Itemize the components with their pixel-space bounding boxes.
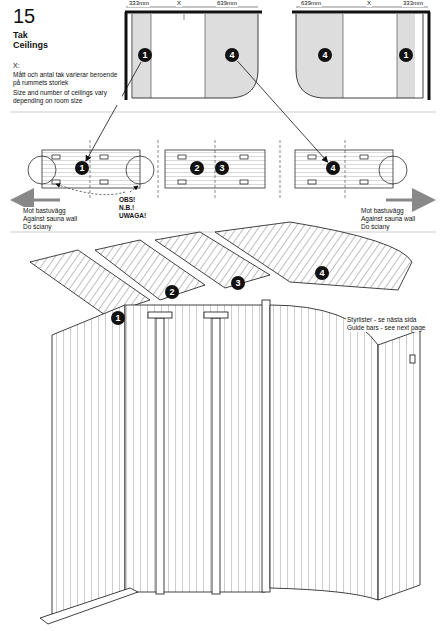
callout-number: 2 [165,285,179,299]
callout-text: 2 [169,287,174,297]
text-label: Size and number of ceilings vary dependi… [12,89,122,105]
text-label: 333mm [402,0,424,7]
text-label: Do ściany [22,223,53,231]
callout-text: 4 [330,163,335,173]
text-label: 639mm [216,0,238,7]
text-label: Mot bastuvägg [22,207,67,215]
text-label: 639mm [300,0,322,7]
callout-number: 1 [75,161,89,175]
text-label: Ceilings [12,40,49,51]
text-label: UWAGA! [118,212,147,220]
text-label: Guide bars - see next page [346,324,426,332]
text-label: Do ściany [360,223,391,231]
text-label: Against sauna wall [360,215,416,223]
text-label: 15 [12,4,36,28]
callout-text: 4 [322,50,327,60]
text-label: 333mm [128,0,150,7]
callout-text: 4 [229,50,234,60]
callout-text: 3 [235,278,240,288]
callout-number: 4 [315,266,329,280]
text-label: X [366,0,372,7]
callout-number: 3 [215,161,229,175]
text-label: N.B.! [118,204,135,212]
text-label: X: [12,62,21,70]
text-label: Mått och antal tak varierar beroende på … [12,71,122,87]
callout-number: 1 [399,48,413,62]
callout-number: 3 [231,276,245,290]
callout-number: 4 [225,48,239,62]
callout-number: 1 [111,311,125,325]
pointer-arrow [237,61,327,162]
callout-text: 3 [219,163,224,173]
callout-text: 1 [115,313,120,323]
text-label: Styrlister - se nästa sida [346,316,417,324]
callout-text: 1 [79,163,84,173]
callout-text: 4 [319,268,324,278]
callout-number: 2 [190,161,204,175]
text-label: OBS! [118,196,136,204]
callout-number: 4 [318,48,332,62]
callout-text: 1 [403,50,408,60]
callout-text: 1 [142,50,147,60]
callout-number: 1 [138,48,152,62]
callout-text: 2 [194,163,199,173]
callout-number: 4 [326,161,340,175]
text-label: X [176,0,182,7]
text-label: Against sauna wall [22,215,78,223]
text-label: Mot bastuvägg [360,207,405,215]
